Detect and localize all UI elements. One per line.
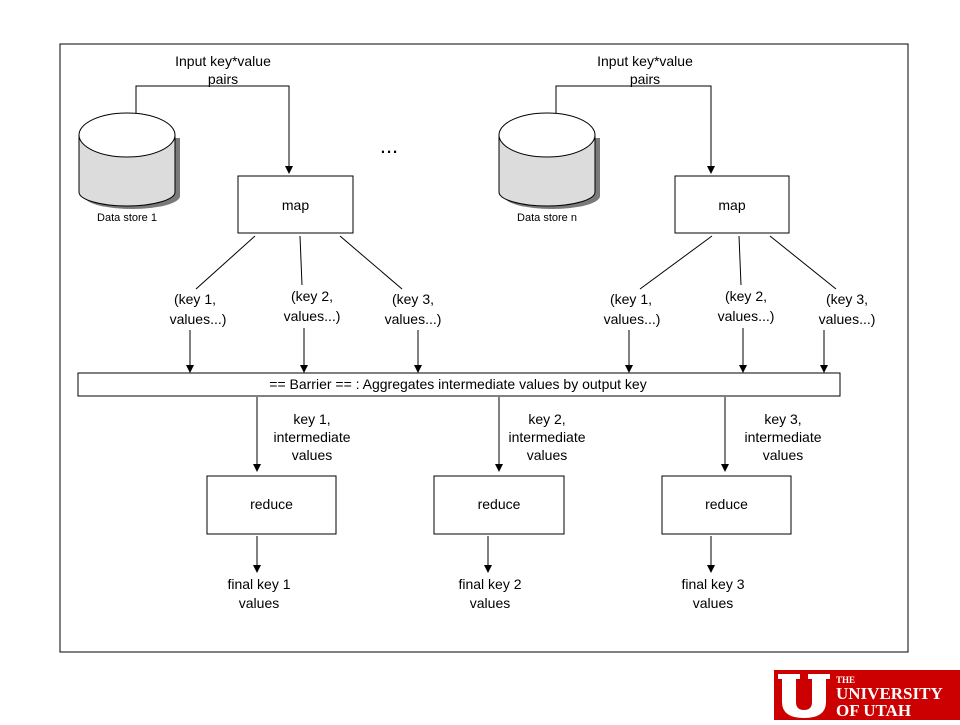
data-store-n-label: Data store n [517,212,577,224]
map-node-2 [674,175,790,234]
map-1-branch-2 [299,235,303,286]
input-label-2-line2: pairs [630,71,660,87]
map-1-output-2-line2: values...) [284,308,341,324]
university-logo: THE UNIVERSITY OF UTAH [774,670,960,720]
reduce-node-1 [206,475,337,535]
intermediate-3-line3: values [763,447,803,463]
block-u-icon [778,674,830,718]
data-store-1-label: Data store 1 [97,212,157,224]
map-2-output-2-line2: values...) [718,308,775,324]
map-2-branch-1 [639,235,713,290]
final-2-line1: final key 2 [458,576,521,592]
intermediate-2-line3: values [527,447,567,463]
map-node-1 [237,175,354,234]
reduce-node-2-label: reduce [478,496,521,512]
map-2-output-2-line1: (key 2, [725,288,767,304]
reduce-node-1-label: reduce [250,496,293,512]
map-1-output-1-line1: (key 1, [174,291,216,307]
data-store-1-cylinder [78,112,180,209]
final-3-line2: values [693,595,733,611]
final-2-line2: values [470,595,510,611]
logo-the: THE [836,675,855,685]
ellipsis: ... [380,133,398,158]
barrier-label: == Barrier == : Aggregates intermediate … [269,376,646,392]
reduce-node-2 [433,475,565,535]
map-1-output-3-line1: (key 3, [392,291,434,307]
map-2-branch-3 [769,235,837,290]
intermediate-1-line3: values [292,447,332,463]
map-2-output-1-line2: values...) [604,311,661,327]
final-1-line1: final key 1 [227,576,290,592]
map-2-branch-2 [738,235,742,286]
intermediate-2-line2: intermediate [508,429,585,445]
input-label-1-line1: Input key*value [175,53,271,69]
reduce-node-3 [661,475,792,535]
logo-university: UNIVERSITY [836,684,943,703]
diagram-frame [59,43,909,653]
map-2-output-3-line2: values...) [819,311,876,327]
map-2-output-1-line1: (key 1, [610,291,652,307]
intermediate-3-line1: key 3, [764,411,801,427]
intermediate-1-line2: intermediate [273,429,350,445]
map-node-1-label: map [282,197,309,213]
map-node-2-label: map [718,197,745,213]
final-1-line2: values [239,595,279,611]
input-label-2-line1: Input key*value [597,53,693,69]
intermediate-1-line1: key 1, [293,411,330,427]
logo-of-utah: OF UTAH [836,701,911,720]
data-store-n-cylinder [498,112,600,209]
barrier-bar [77,372,841,397]
map-1-branch-3 [339,235,403,290]
intermediate-2-line1: key 2, [528,411,565,427]
map-1-output-2-line1: (key 2, [291,288,333,304]
map-1-branch-1 [195,235,256,290]
input-connector-2 [555,85,715,174]
map-1-output-1-line2: values...) [170,311,227,327]
map-1-output-3-line2: values...) [385,311,442,327]
input-connector-1 [135,85,293,174]
intermediate-3-line2: intermediate [744,429,821,445]
map-2-output-3-line1: (key 3, [826,291,868,307]
reduce-node-3-label: reduce [705,496,748,512]
final-3-line1: final key 3 [681,576,744,592]
university-of-utah-logo: THE UNIVERSITY OF UTAH [774,670,960,720]
input-label-1-line2: pairs [208,71,238,87]
